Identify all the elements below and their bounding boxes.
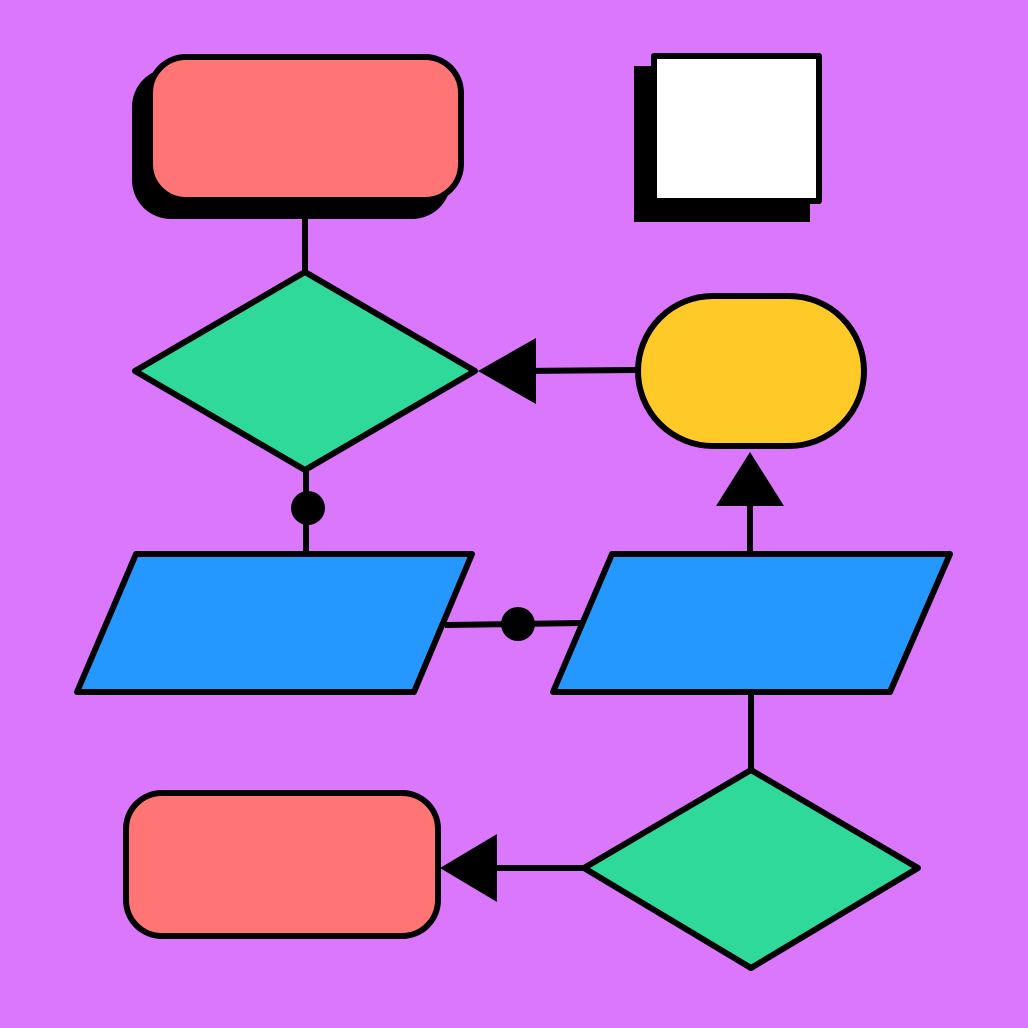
right-io <box>550 551 953 695</box>
top-decision <box>132 269 478 473</box>
bottom-terminator <box>123 790 441 939</box>
top-terminator <box>147 54 464 203</box>
bottom-decision <box>581 767 921 971</box>
connector-dot <box>501 607 535 641</box>
nodes-layer <box>74 53 953 971</box>
edge-pill-to-decision <box>519 367 639 374</box>
left-io <box>74 551 475 695</box>
arrowhead-left <box>440 834 497 902</box>
note-card <box>651 53 822 204</box>
arrowhead-up <box>716 452 784 506</box>
edges-layer <box>291 205 784 902</box>
connector-pill <box>635 293 867 449</box>
arrowhead-left <box>478 338 536 404</box>
connector-dot <box>291 491 325 525</box>
